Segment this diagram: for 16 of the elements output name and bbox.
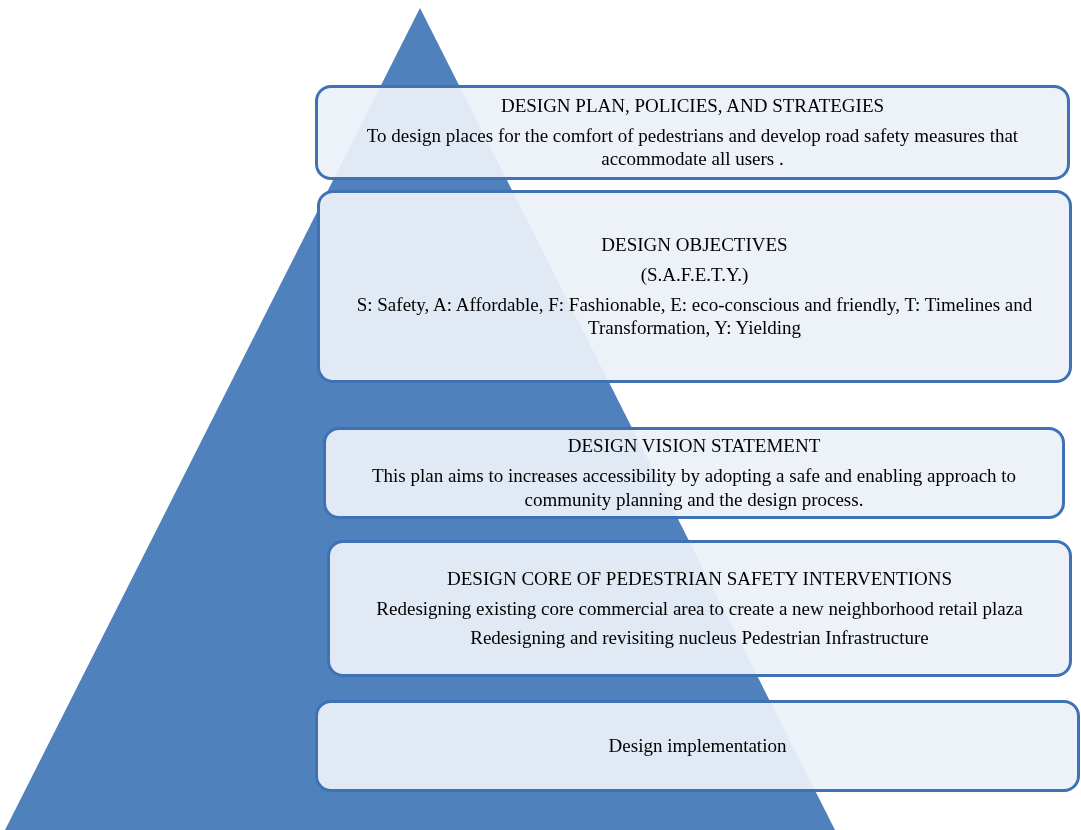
box-text: Redesigning and revisiting nucleus Pedestrian Infrastructure: [470, 626, 929, 651]
box-heading: DESIGN CORE OF PEDESTRIAN SAFETY INTERVENTIONS: [447, 566, 952, 591]
rounded-box: [323, 427, 1065, 519]
box-text: (S.A.F.E.T.Y.): [640, 262, 749, 287]
box-text: This plan aims to increases accessibility by adopting a safe and enabling approach to community planning and the design process.: [370, 464, 1018, 512]
box-heading: DESIGN OBJECTIVES: [601, 233, 788, 257]
box-text: S: Safety, A: Affordable, F: Fashionable, E: eco-conscious and friendly, T: Timelines and Transformation, Y: Yielding: [355, 292, 1034, 340]
box-heading: DESIGN VISION STATEMENT: [567, 434, 821, 459]
rounded-box: [315, 700, 1080, 792]
box-text: Redesigning existing core commercial area to create a new neighborhood retail plaza: [376, 596, 1023, 621]
rounded-box: [315, 85, 1070, 180]
box-heading: DESIGN PLAN, POLICIES, AND STRATEGIES: [500, 93, 885, 118]
box-text: To design places for the comfort of pedestrians and develop road safety measures that accommodate all users .: [365, 123, 1020, 172]
box-text: Design implementation: [608, 734, 787, 758]
rounded-box: [327, 540, 1072, 677]
rounded-box: [317, 190, 1072, 383]
